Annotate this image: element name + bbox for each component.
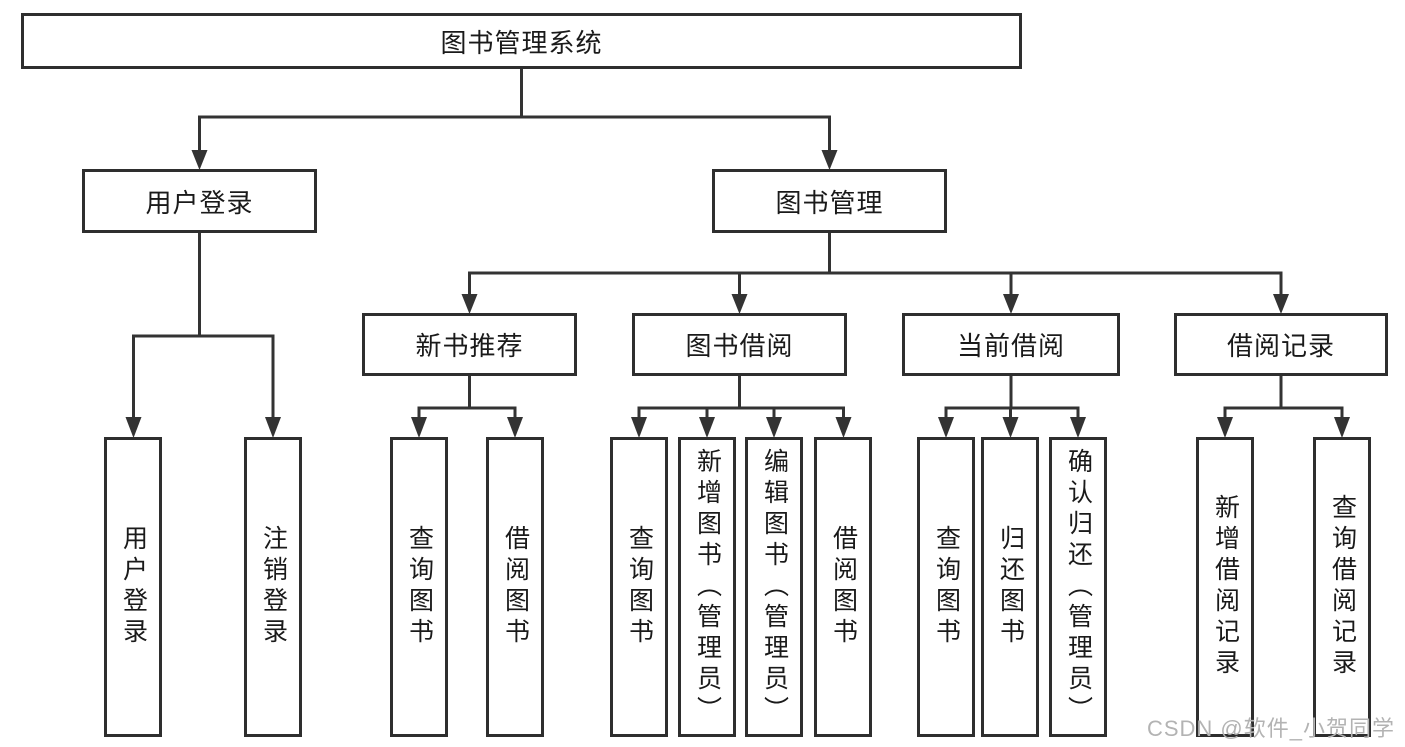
connector-arrow-icon	[631, 417, 647, 438]
leaf-borrow-books: 借阅图书	[814, 437, 872, 737]
leaf-return-books: 归还图书	[981, 437, 1039, 737]
connector-arrow-icon	[265, 417, 281, 438]
connector-arrow-icon	[125, 417, 142, 438]
leaf-logout: 注销登录	[244, 437, 302, 737]
connector-arrow-icon	[1273, 294, 1289, 314]
watermark: CSDN @软件_小贺同学	[1146, 716, 1395, 741]
connector-arrow-icon	[1002, 417, 1019, 438]
node-current-borrow: 当前借阅	[902, 313, 1120, 376]
leaf-query-books-current: 查询图书	[917, 437, 975, 737]
leaf-query-books-borrow: 查询图书	[610, 437, 668, 737]
connector-arrow-icon	[461, 294, 478, 314]
leaf-query-borrow-record: 查询借阅记录	[1313, 437, 1371, 737]
connector-arrow-icon	[821, 150, 838, 170]
connector-arrow-icon	[731, 294, 748, 314]
node-book-management: 图书管理	[712, 169, 947, 233]
connector-arrow-icon	[1070, 417, 1086, 438]
leaf-add-borrow-record: 新增借阅记录	[1196, 437, 1254, 737]
leaf-confirm-return-admin: 确认归还（管理员）	[1049, 437, 1107, 737]
connector-arrow-icon	[766, 417, 782, 438]
leaf-borrow-books-recommend: 借阅图书	[486, 437, 544, 737]
connector-arrow-icon	[835, 417, 852, 438]
node-new-book-recommend: 新书推荐	[362, 313, 577, 376]
connector-arrow-icon	[1217, 417, 1233, 438]
connector-arrow-icon	[191, 150, 208, 170]
node-library-system: 图书管理系统	[21, 13, 1022, 69]
connector-arrow-icon	[699, 417, 715, 438]
node-user-login: 用户登录	[82, 169, 317, 233]
leaf-user-login: 用户登录	[104, 437, 162, 737]
leaf-edit-books-admin: 编辑图书（管理员）	[745, 437, 803, 737]
connector-arrow-icon	[938, 417, 954, 438]
connector-arrow-icon	[507, 417, 523, 438]
node-borrow-records: 借阅记录	[1174, 313, 1388, 376]
connector-arrow-icon	[411, 417, 427, 438]
node-book-borrow: 图书借阅	[632, 313, 847, 376]
connector-arrow-icon	[1334, 417, 1350, 438]
leaf-add-books-admin: 新增图书（管理员）	[678, 437, 736, 737]
connector-arrow-icon	[1003, 294, 1019, 314]
leaf-query-books-recommend: 查询图书	[390, 437, 448, 737]
